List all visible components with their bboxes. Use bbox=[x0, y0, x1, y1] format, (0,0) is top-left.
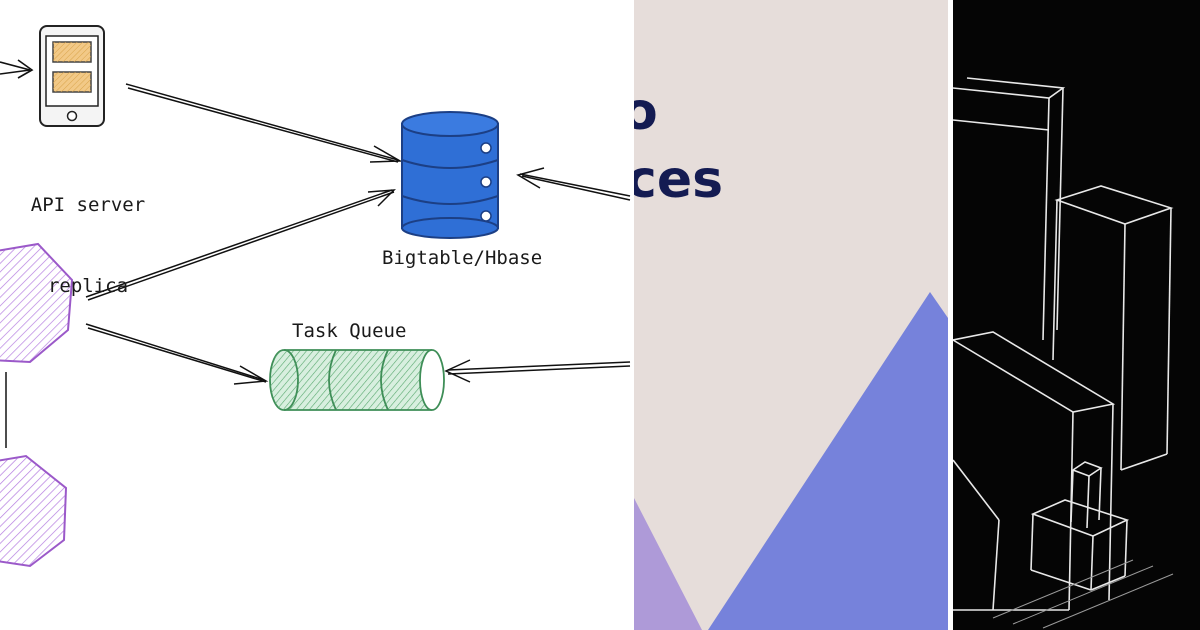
arrow-into-api-server bbox=[0, 59, 34, 79]
task-queue-icon bbox=[269, 349, 445, 411]
panel-divider bbox=[948, 0, 953, 630]
arrow-api-to-database bbox=[125, 83, 403, 163]
sketch-ground bbox=[992, 559, 1174, 629]
title-text-line2: ces bbox=[634, 150, 724, 210]
sketch-panel bbox=[953, 0, 1200, 630]
task-queue-label: Task Queue bbox=[292, 320, 407, 342]
worker-node-icon-2 bbox=[0, 454, 68, 568]
arrow-into-database-from-right bbox=[516, 167, 631, 201]
sketch-box-front bbox=[953, 331, 1116, 611]
database-icon bbox=[401, 111, 499, 239]
title-panel: o ces bbox=[634, 0, 948, 630]
arrow-worker-to-queue bbox=[85, 323, 269, 385]
sketch-boxes-drawing bbox=[953, 77, 1174, 629]
decorative-triangle-main bbox=[708, 292, 948, 630]
sketch-box-middle bbox=[1052, 185, 1174, 471]
api-server-label: API server replica bbox=[22, 138, 154, 354]
title-panel-shapes bbox=[634, 292, 948, 630]
sketch-box-small bbox=[1030, 499, 1130, 591]
decorative-triangle-left bbox=[634, 498, 702, 630]
diagram-drawing bbox=[0, 25, 631, 568]
sketch-box-tall bbox=[953, 77, 1066, 341]
title-text-line1: o bbox=[634, 82, 658, 142]
api-server-device-icon bbox=[39, 25, 105, 127]
architecture-diagram-panel: API server replica Bigtable/Hbase Task Q… bbox=[0, 25, 631, 568]
arrow-worker-to-database bbox=[85, 189, 396, 301]
api-server-label-line2: replica bbox=[47, 275, 129, 297]
database-label: Bigtable/Hbase bbox=[382, 247, 543, 269]
arrow-into-queue-from-right bbox=[444, 359, 631, 383]
api-server-label-line1: API server bbox=[30, 194, 146, 216]
worker-node-icon bbox=[0, 242, 74, 364]
sketch-chimney bbox=[1070, 461, 1103, 529]
